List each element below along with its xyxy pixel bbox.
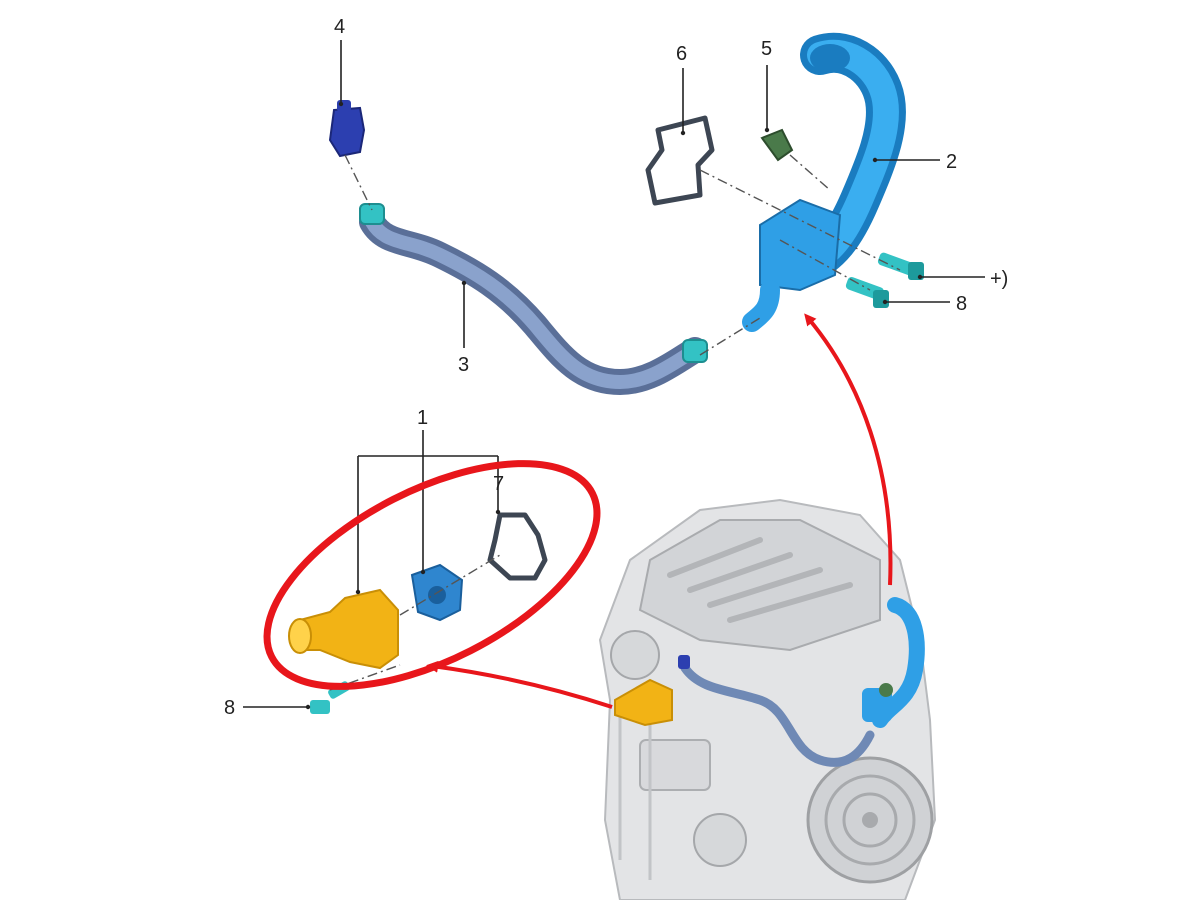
callout-7: 7: [493, 473, 504, 495]
highlight-ellipse: [263, 460, 601, 690]
coolant-outlet-pipe: [742, 32, 906, 332]
callout-labels: 1 2 3 4 5 6 7 8 8 +): [224, 16, 1008, 719]
callout-6: 6: [676, 43, 687, 65]
arrow-to-outlet: [804, 313, 893, 586]
callout-8-bottom: 8: [224, 697, 235, 719]
temperature-sensor: [760, 128, 794, 162]
location-arrows: [426, 313, 893, 709]
callout-8-top: 8: [956, 293, 967, 315]
outlet-gasket: [645, 115, 715, 206]
leader-lines: [243, 40, 985, 710]
engine-installed-parts: [614, 597, 925, 767]
hose-connector: [328, 100, 366, 158]
assembly-lines: [329, 154, 901, 691]
mounting-bolts-top: [845, 252, 924, 308]
coolant-hose: [359, 203, 708, 396]
water-pump-housing: [288, 588, 399, 670]
arrow-to-pump: [426, 660, 613, 709]
callout-plus: +): [990, 268, 1008, 290]
thermostat-gasket: [487, 512, 548, 581]
callout-5: 5: [761, 38, 772, 60]
callout-4: 4: [334, 16, 345, 38]
callout-2: 2: [946, 151, 957, 173]
callout-1: 1: [417, 407, 428, 429]
callout-3: 3: [458, 354, 469, 376]
